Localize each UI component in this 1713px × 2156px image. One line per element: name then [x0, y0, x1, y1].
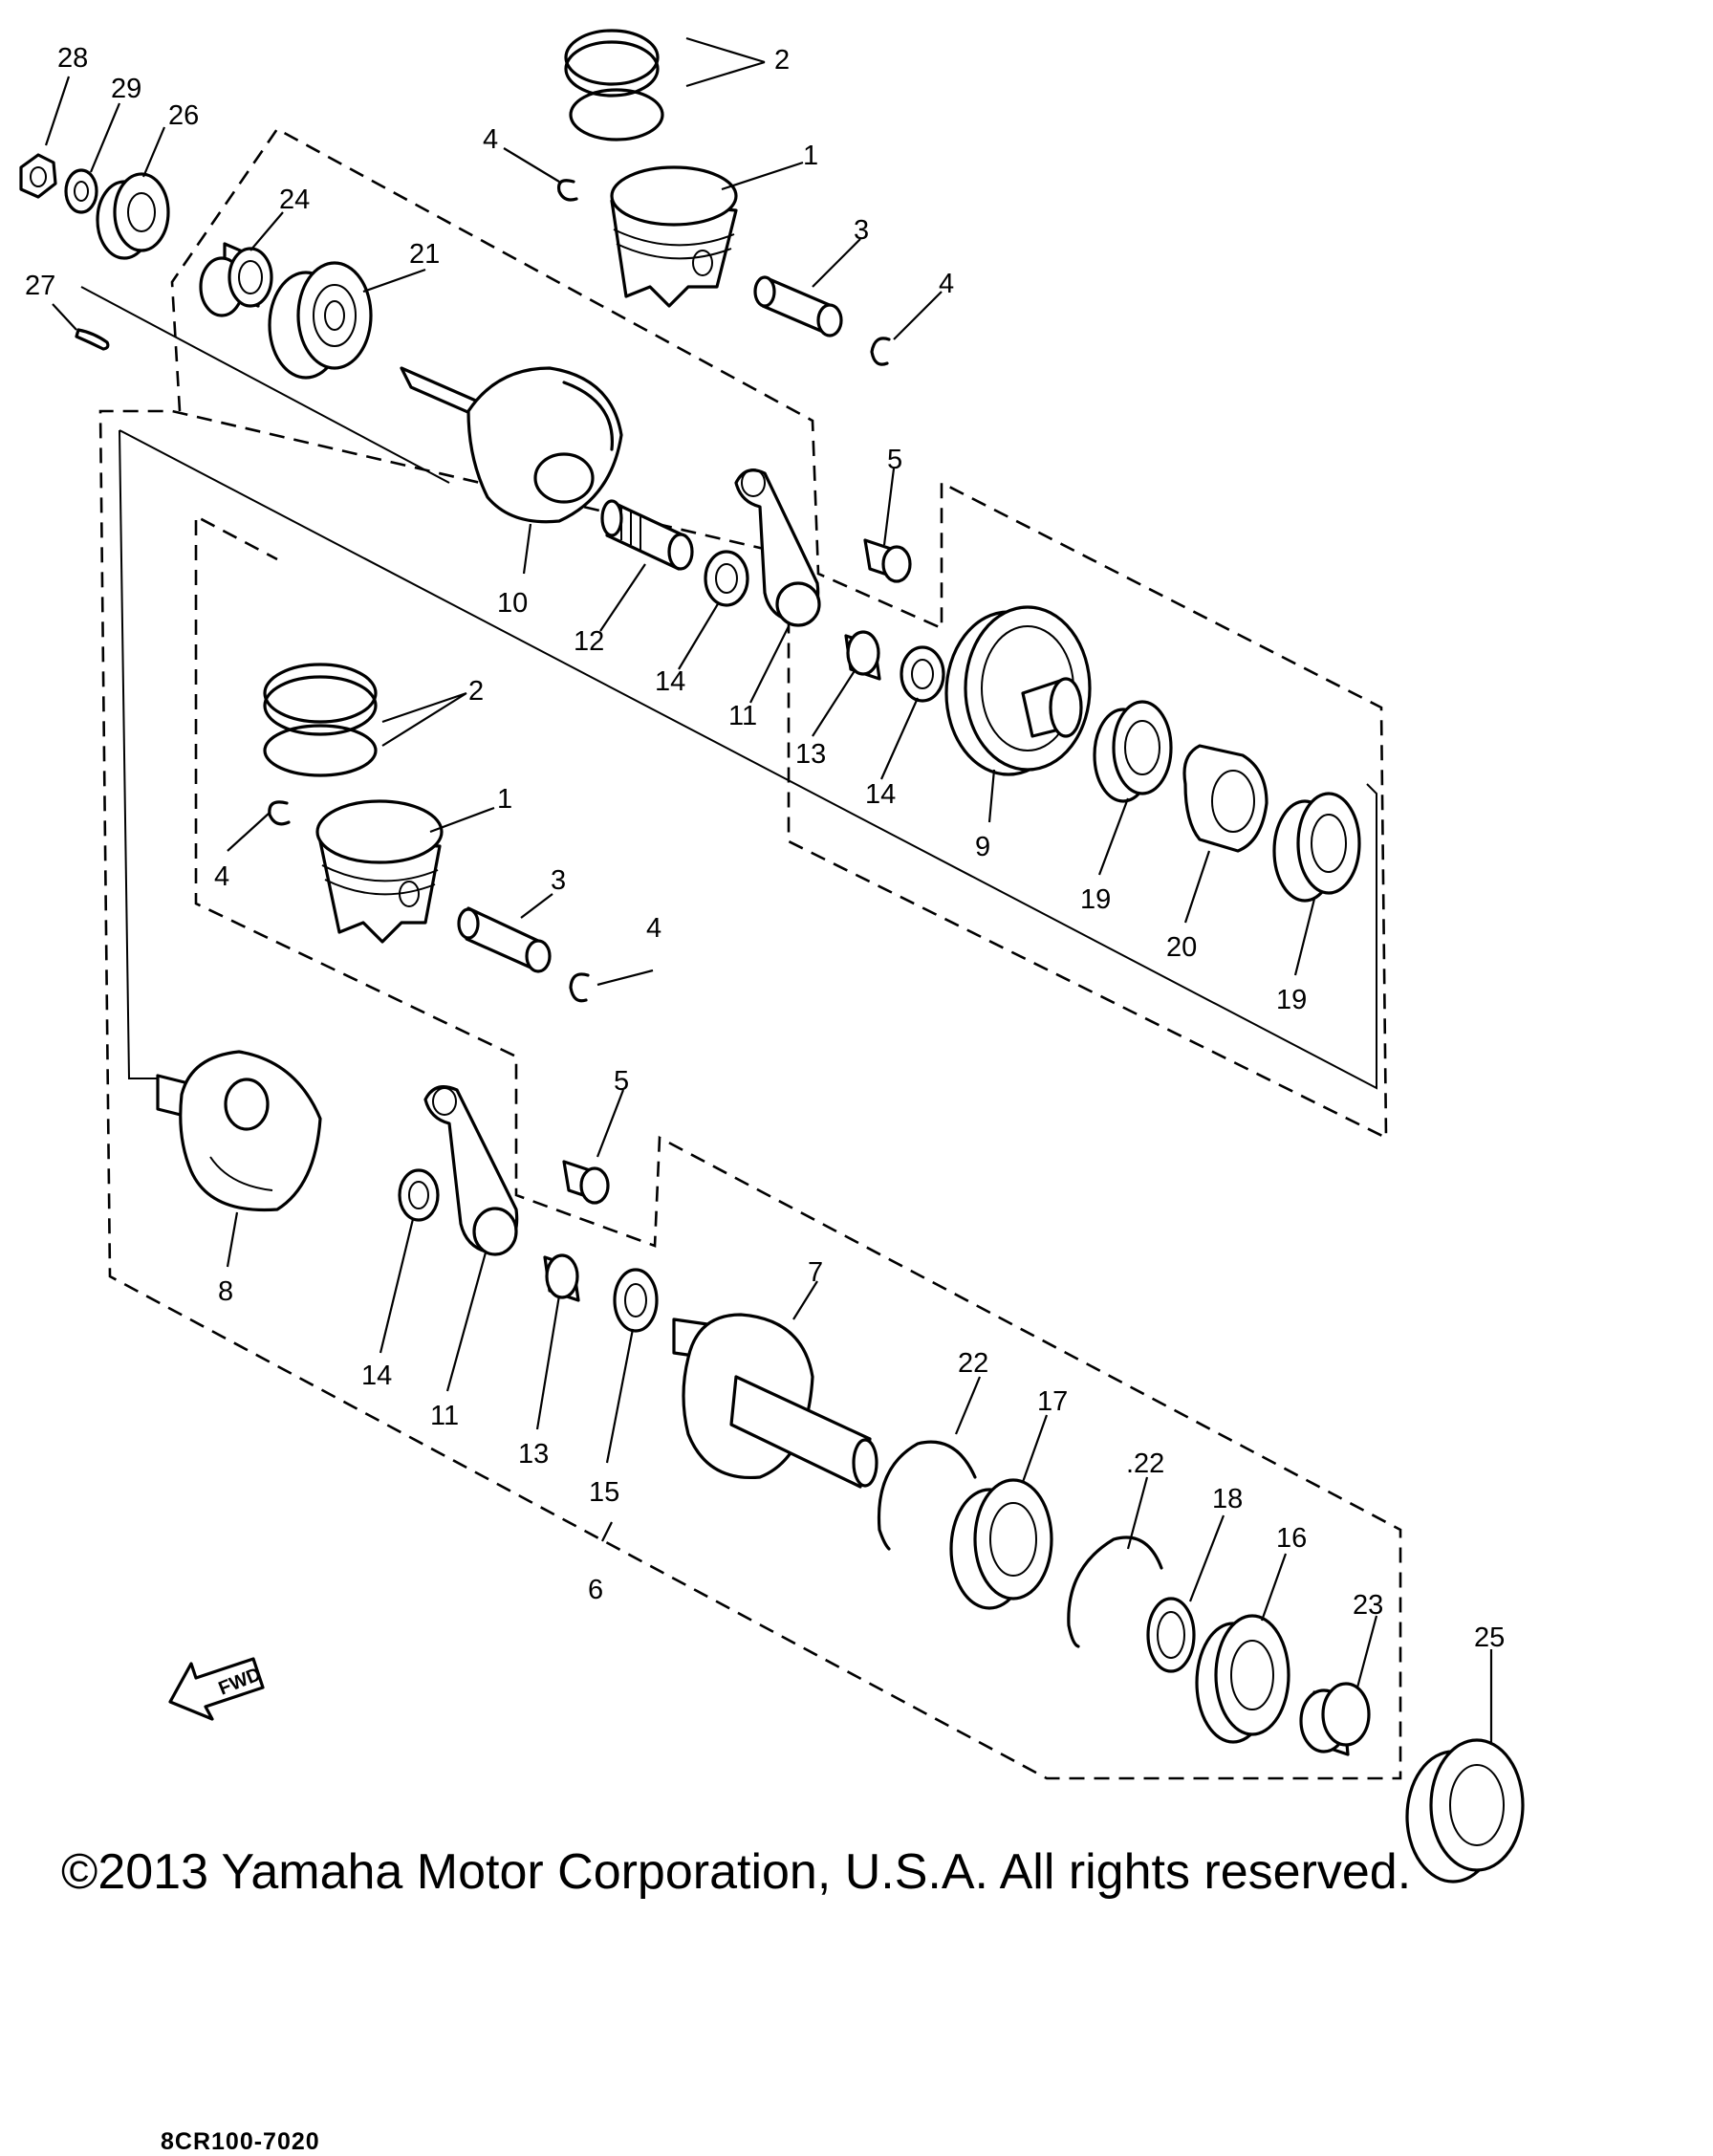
callout-6: 6	[588, 1575, 603, 1605]
callout-27: 27	[25, 271, 55, 301]
leader-lines	[44, 36, 1493, 1745]
part-29-washer	[64, 168, 98, 214]
callout-4-upper-a: 4	[483, 124, 498, 155]
part-19-bearing-b	[1272, 792, 1361, 903]
callout-7: 7	[808, 1257, 823, 1288]
part-25-oil-seal	[1405, 1738, 1525, 1884]
diagram-code: 8CR100-7020	[161, 2128, 320, 2155]
part-1-piston-lower	[315, 799, 444, 944]
callout-15: 15	[589, 1477, 619, 1508]
part-13-bearing-lower	[543, 1253, 580, 1302]
part-22-circlip-a	[877, 1440, 977, 1551]
callout-17: 17	[1037, 1386, 1068, 1417]
callout-2-upper: 2	[774, 45, 790, 76]
part-17-bearing	[949, 1478, 1053, 1610]
part-13-bearing-upper	[844, 630, 881, 681]
callout-8: 8	[218, 1276, 233, 1307]
callout-13-lower: 13	[518, 1439, 549, 1470]
callout-10: 10	[497, 588, 528, 619]
callout-1-lower: 1	[497, 784, 512, 815]
part-23-collar	[1299, 1682, 1371, 1756]
callout-4-lower-b: 4	[646, 913, 661, 944]
fwd-arrow-icon: FWD	[168, 1657, 265, 1721]
part-4-circlip-lower-b	[569, 972, 590, 1003]
callout-labels: 28 29 26 24 21 27 2 1 4 3 4 5 10 12 14 1…	[25, 43, 1505, 1653]
part-1-piston-upper	[610, 165, 738, 308]
callout-14-upper-a: 14	[655, 666, 685, 697]
callout-14-upper-b: 14	[865, 779, 896, 810]
assembly-outline-lines	[80, 127, 1402, 1780]
part-2-piston-rings-lower	[263, 663, 378, 777]
part-5-needle-bearing-lower	[562, 1160, 610, 1205]
callout-21: 21	[409, 239, 440, 270]
crankshaft-exploded-diagram: FWD	[19, 29, 1525, 1884]
callout-18: 18	[1212, 1484, 1243, 1514]
part-4-circlip-upper-b	[870, 337, 891, 366]
part-22-circlip-b	[1067, 1535, 1163, 1648]
part-27-key	[75, 328, 110, 351]
callout-26: 26	[168, 100, 199, 131]
callout-11-upper: 11	[728, 701, 757, 731]
part-3-piston-pin-upper	[753, 275, 843, 338]
part-12-crank-pin	[600, 499, 694, 571]
callout-12: 12	[574, 626, 604, 657]
part-7-crank-half-main	[672, 1313, 878, 1489]
part-14-washer-upper-b	[900, 645, 945, 703]
callout-11-lower: 11	[430, 1401, 459, 1431]
part-4-circlip-upper-a	[556, 179, 578, 202]
callout-5-upper: 5	[887, 445, 902, 475]
callout-14-lower: 14	[361, 1361, 392, 1391]
callout-2-lower: 2	[468, 676, 484, 707]
part-16-bearing	[1195, 1614, 1290, 1744]
callout-16: 16	[1276, 1523, 1307, 1554]
callout-19-b: 19	[1276, 985, 1307, 1015]
callout-22-b: .22	[1126, 1448, 1164, 1479]
part-28-nut	[19, 153, 57, 199]
callout-1-upper: 1	[803, 141, 818, 171]
part-20-labyrinth-seal	[1182, 744, 1268, 853]
callout-22-a: 22	[958, 1348, 988, 1379]
part-26-oil-seal	[96, 172, 170, 260]
callout-3-upper: 3	[854, 215, 869, 246]
callout-13-upper: 13	[795, 739, 826, 770]
part-14-washer-upper-a	[704, 550, 749, 607]
callout-29: 29	[111, 74, 141, 104]
part-2-piston-rings-upper	[564, 29, 664, 142]
copyright-notice: ©2013 Yamaha Motor Corporation, U.S.A. A…	[61, 1844, 1412, 1900]
part-24-collar	[199, 242, 273, 317]
part-3-piston-pin-lower	[457, 906, 552, 973]
part-8-crank-half-lower	[156, 1050, 322, 1212]
part-9-crank-web	[944, 605, 1092, 776]
callout-20: 20	[1166, 932, 1197, 963]
part-15-washer	[613, 1268, 659, 1333]
part-11-connecting-rod-upper	[734, 468, 821, 627]
callout-5-lower: 5	[614, 1066, 629, 1097]
callout-28: 28	[57, 43, 88, 74]
callout-4-upper-b: 4	[939, 269, 954, 299]
part-18-washer	[1146, 1597, 1196, 1673]
callout-4-lower-a: 4	[214, 861, 229, 892]
part-21-bearing	[268, 261, 373, 380]
part-5-needle-bearing-upper	[863, 538, 912, 583]
part-10-crank-half	[400, 366, 623, 524]
callout-19-a: 19	[1080, 884, 1111, 915]
part-19-bearing-a	[1093, 700, 1173, 803]
part-14-washer-lower	[398, 1168, 440, 1222]
callout-9: 9	[975, 832, 990, 862]
callout-3-lower: 3	[551, 865, 566, 896]
part-11-connecting-rod-lower	[423, 1085, 519, 1256]
callout-25: 25	[1474, 1622, 1505, 1653]
callout-24: 24	[279, 185, 310, 215]
callout-23: 23	[1353, 1590, 1383, 1621]
part-4-circlip-lower-a	[268, 800, 291, 826]
